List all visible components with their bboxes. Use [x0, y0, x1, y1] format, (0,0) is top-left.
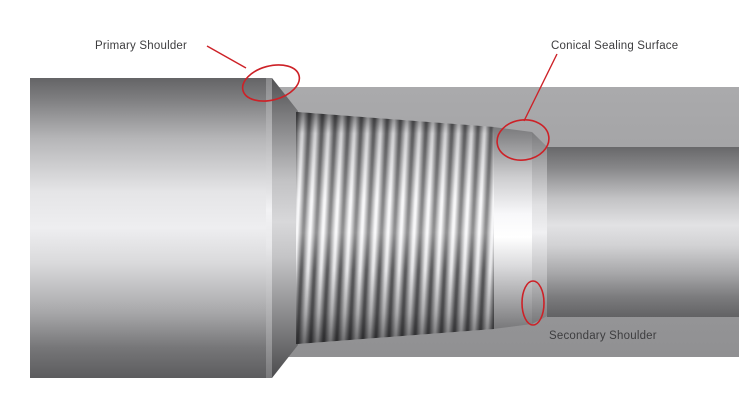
primary-shoulder-chamfer — [272, 78, 298, 378]
pipe-body-cylinder — [547, 147, 739, 317]
conical-sealing-surface — [494, 127, 532, 329]
box-cylinder — [30, 78, 267, 378]
tapered-thread-section — [296, 111, 494, 345]
primary-shoulder-label: Primary Shoulder — [95, 40, 188, 52]
primary-shoulder-leader-line — [206, 45, 247, 69]
conical-sealing-surface-label: Conical Sealing Surface — [551, 40, 679, 52]
secondary-shoulder-label: Secondary Shoulder — [549, 330, 657, 342]
pin-nose-step — [532, 131, 547, 325]
box-face-rim — [266, 78, 272, 378]
